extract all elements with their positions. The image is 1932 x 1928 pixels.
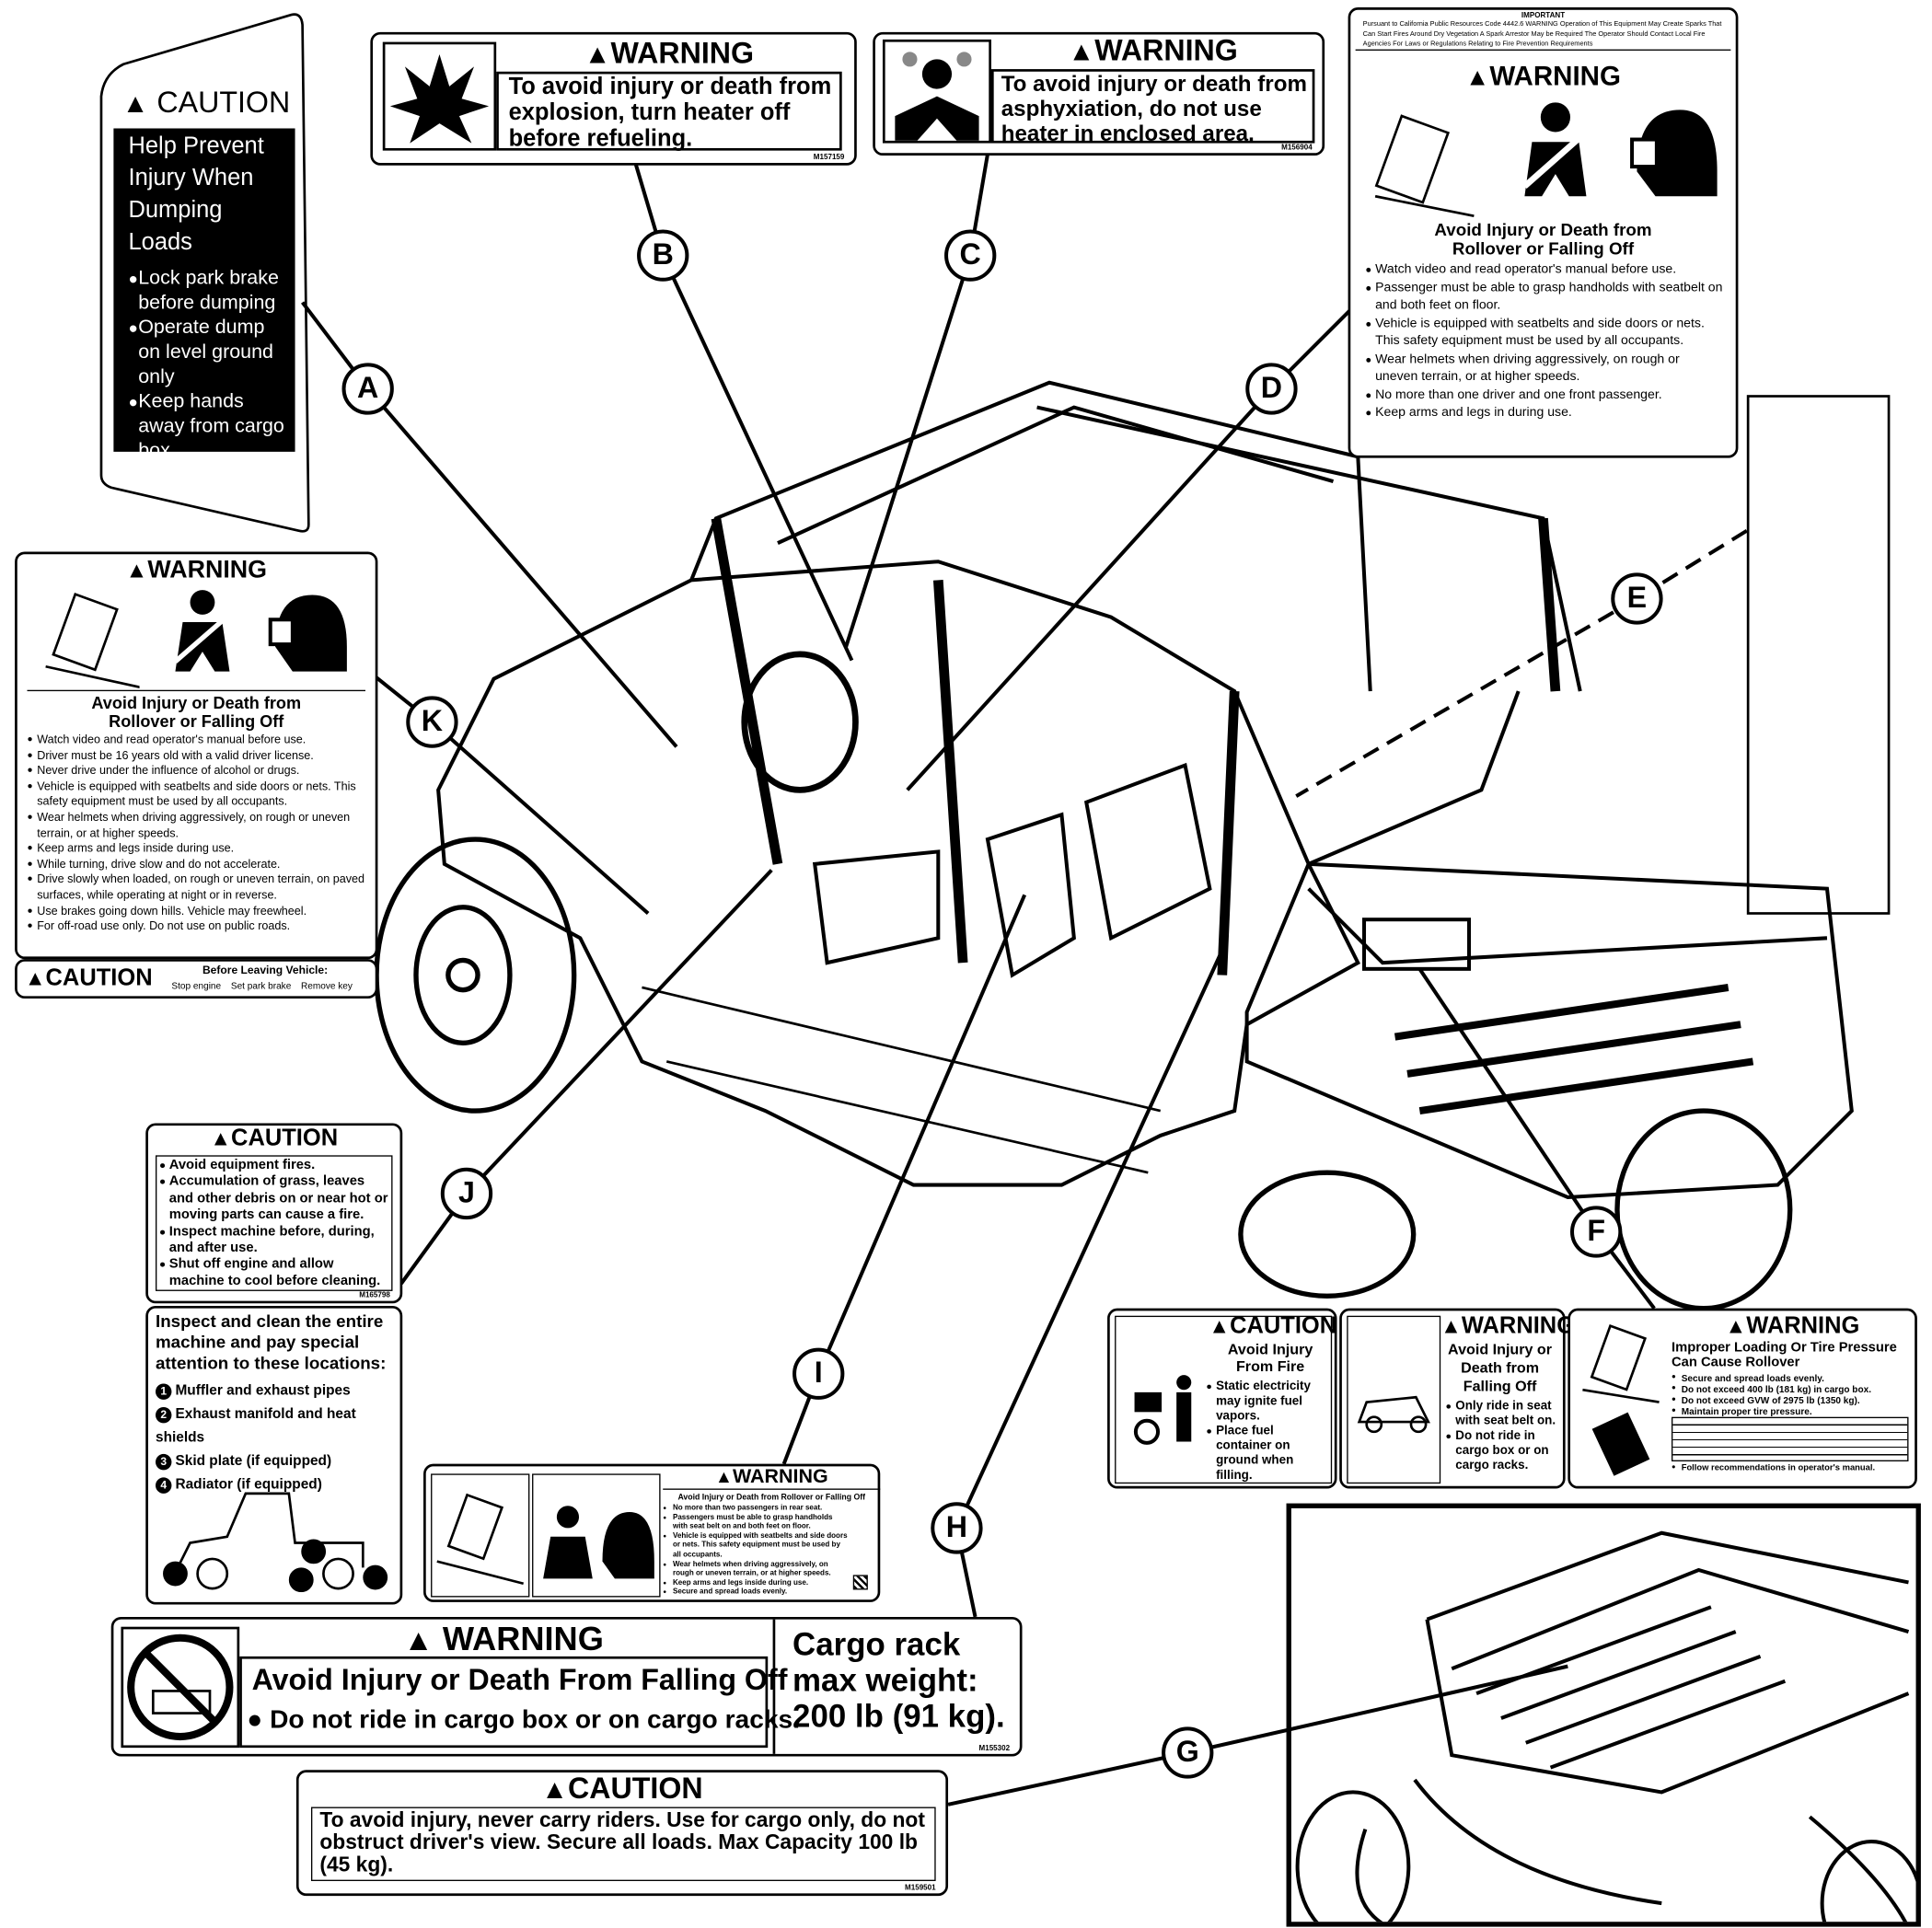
label-f-loading: ▲WARNING Improper Loading Or Tire Pressu… [1568, 1308, 1917, 1489]
warning-triangle-icon: ▲ [584, 38, 611, 70]
callout-f: F [1570, 1206, 1623, 1258]
warning-triangle-icon: ▲ [541, 1773, 568, 1805]
label-j: ▲CAUTION Avoid equipment fires. Accumula… [145, 1123, 403, 1304]
warning-triangle-icon: ▲ [1725, 1314, 1747, 1338]
label-d-important: Pursuant to California Public Resources … [1355, 19, 1731, 51]
rollover-icon [44, 592, 140, 688]
callout-b: B [637, 229, 689, 282]
tire-pressure-table [1671, 1416, 1909, 1461]
label-b-text: To avoid injury or death from explosion,… [508, 74, 832, 152]
cargo-rack-inset [1286, 1503, 1921, 1927]
label-k-caution: ▲CAUTION Before Leaving Vehicle: Stop en… [15, 959, 378, 999]
callout-j: J [440, 1167, 493, 1220]
label-b: ▲WARNING To avoid injury or death from e… [370, 31, 857, 166]
label-c-text: To avoid injury or death from asphyxiati… [1001, 71, 1307, 146]
no-riders-icon [127, 1634, 234, 1741]
rollover-icon [1582, 1323, 1660, 1476]
callout-i: I [792, 1347, 845, 1400]
warning-triangle-icon: ▲ [1068, 35, 1095, 67]
cargo-rack-capacity: Cargo rack max weight: 200 lb (91 kg). [792, 1625, 1005, 1735]
label-f-falling: ▲WARNING Avoid Injury or Death from Fall… [1339, 1308, 1575, 1489]
label-k: ▲WARNING Avoid Injury or Death from Roll… [15, 551, 378, 960]
warning-triangle-icon: ▲ [403, 1624, 434, 1658]
label-j-list: Avoid equipment fires. Accumulation of g… [155, 1155, 393, 1291]
label-h: ▲ WARNING Avoid Injury or Death From Fal… [110, 1616, 1023, 1757]
callout-k: K [406, 696, 458, 748]
seatbelt-icon [173, 590, 234, 672]
warning-triangle-icon: ▲ [1440, 1314, 1462, 1338]
callout-c: C [944, 229, 997, 282]
label-a: ▲ CAUTION Help Prevent Injury When Dumpi… [119, 87, 294, 464]
front-cargo-rack-drawing [1295, 1530, 1916, 1922]
refueling-icon [1133, 1375, 1192, 1445]
label-i-list: No more than two passengers in rear seat… [663, 1505, 848, 1599]
utv-locations-icon [163, 1492, 388, 1593]
helmet-icon [1629, 110, 1718, 197]
warning-triangle-icon: ▲ [714, 1467, 733, 1488]
qr-code-icon [852, 1575, 868, 1590]
warning-triangle-icon: ▲ [24, 966, 46, 990]
label-d-list: Watch video and read operator's manual b… [1350, 258, 1735, 421]
label-a-heading: Help Prevent Injury When Dumping Loads [128, 133, 264, 256]
warning-triangle-icon: ▲ [121, 87, 149, 119]
rollover-icon [1375, 114, 1475, 218]
warning-triangle-icon: ▲ [1465, 63, 1490, 92]
leader-a2 [366, 387, 678, 748]
explosion-icon [382, 41, 497, 151]
utv-outline [436, 380, 1854, 1199]
riders-icon [1357, 1395, 1430, 1434]
callout-a: A [341, 363, 394, 415]
label-i: ▲WARNING Avoid Injury or Death from Roll… [423, 1463, 881, 1602]
warning-triangle-icon: ▲ [125, 558, 148, 583]
helmet-icon [269, 595, 348, 672]
label-g: ▲CAUTION To avoid injury, never carry ri… [295, 1770, 949, 1897]
steering-wheel [741, 651, 859, 793]
label-a-list: Lock park brake before dumping Operate d… [119, 260, 294, 465]
seats [812, 762, 1212, 978]
label-f-fire: ▲CAUTION Avoid Injury From Fire Static e… [1107, 1308, 1337, 1489]
seatbelt-icon [1522, 102, 1591, 197]
label-k-list: Watch video and read operator's manual b… [17, 731, 376, 934]
rollover-icon [436, 1493, 525, 1586]
asphyxiation-icon [882, 39, 991, 144]
warning-triangle-icon: ▲ [210, 1126, 232, 1150]
callout-d: D [1245, 363, 1298, 415]
label-j-inspect: Inspect and clean the entire machine and… [145, 1305, 403, 1605]
label-c: ▲WARNING To avoid injury or death from a… [873, 31, 1325, 156]
callout-h: H [931, 1502, 983, 1554]
seatbelt-helmet-icon [543, 1506, 654, 1579]
callout-g: G [1162, 1726, 1214, 1779]
label-e-location [1746, 395, 1891, 915]
label-a-signal: ▲ CAUTION [121, 86, 291, 121]
label-d: IMPORTANT Pursuant to California Public … [1348, 7, 1739, 458]
callout-e: E [1611, 572, 1663, 625]
warning-triangle-icon: ▲ [1209, 1314, 1231, 1338]
